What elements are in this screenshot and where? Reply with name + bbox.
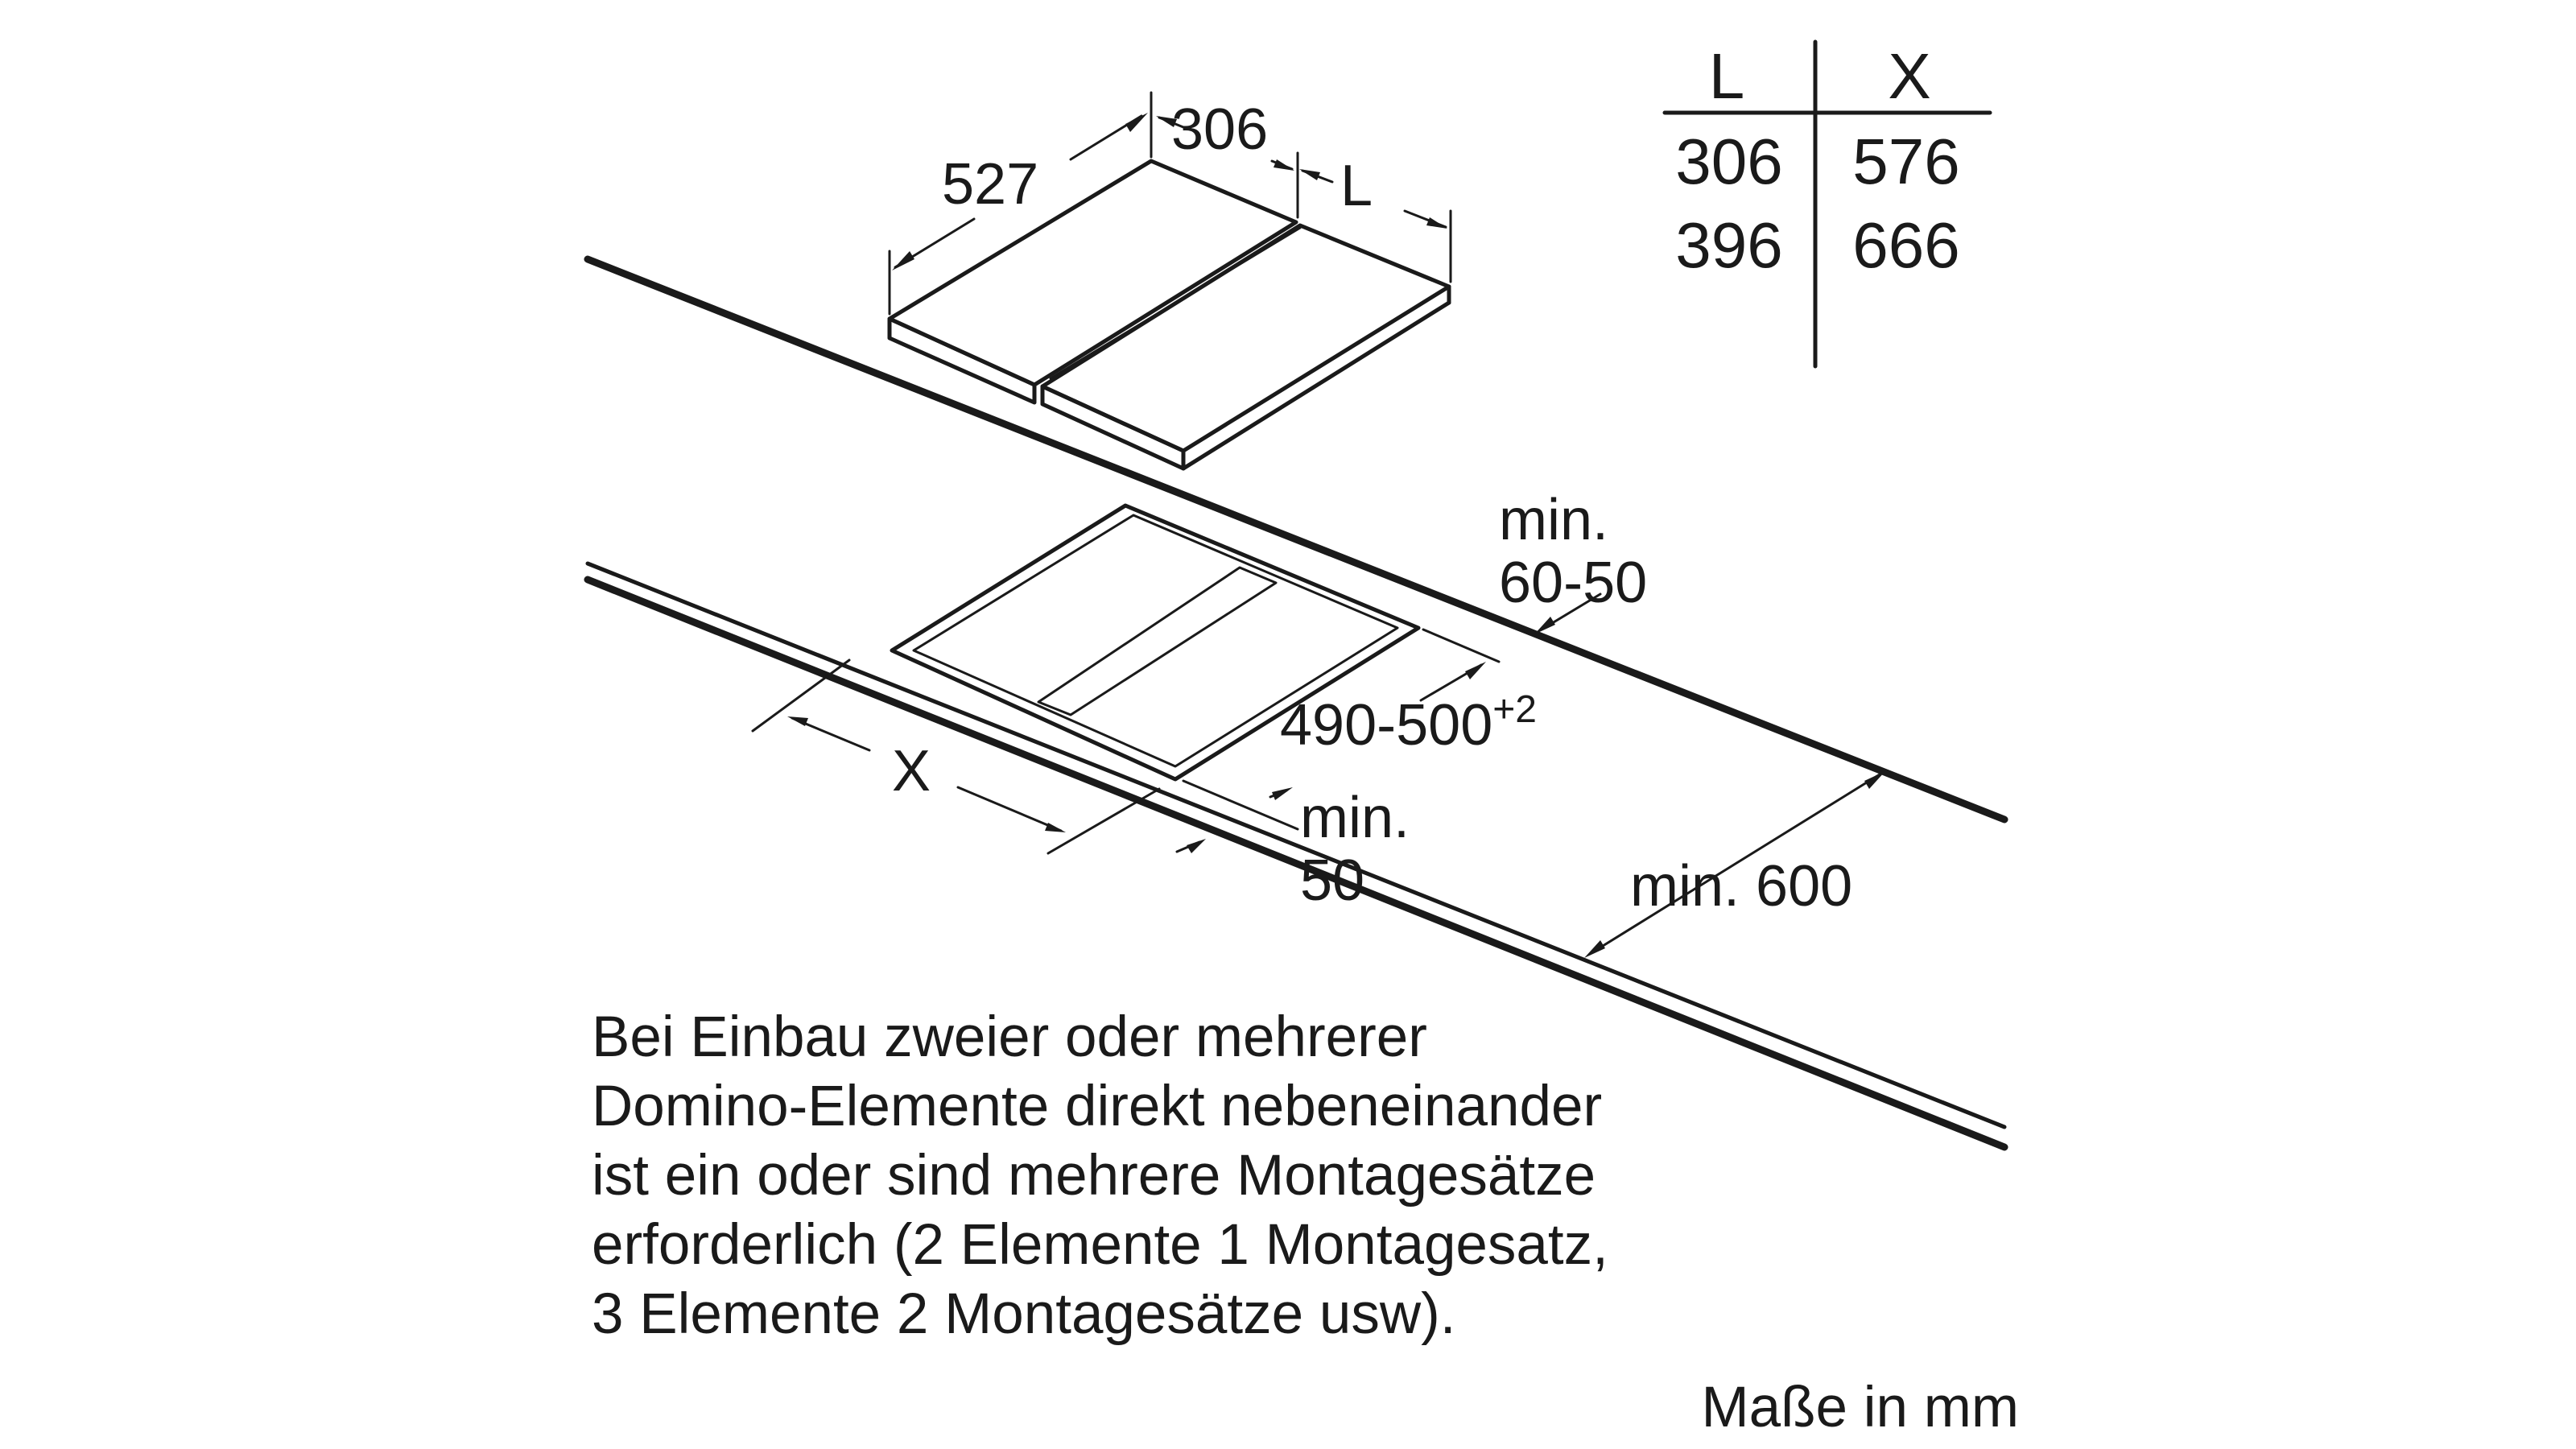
worktop bbox=[584, 255, 2008, 1151]
worktop-front-edge-bottom bbox=[584, 576, 2008, 1151]
dim-min-600: min. 600 bbox=[1630, 854, 1852, 919]
note-line: Domino-Elemente direkt nebeneinander bbox=[592, 1075, 1602, 1138]
table-cell: 666 bbox=[1852, 209, 1959, 281]
table-cell: 306 bbox=[1675, 126, 1782, 197]
installation-note: Bei Einbau zweier oder mehrerer Domino-E… bbox=[592, 1005, 1608, 1346]
dim-min-rear-line2: 60-50 bbox=[1499, 551, 1647, 615]
units-note: Maße in mm bbox=[1702, 1376, 2020, 1439]
cooktop-elements bbox=[887, 159, 1451, 471]
dim-min-front-line2: 50 bbox=[1300, 848, 1364, 913]
worktop-cutout bbox=[890, 503, 1421, 782]
dim-306: 306 bbox=[1171, 97, 1268, 162]
table-header-X: X bbox=[1888, 40, 1930, 112]
dim-cutout-depth: 490-500+2 bbox=[1280, 688, 1537, 758]
cutout-outline-outer bbox=[890, 503, 1421, 782]
cutout-dimensions bbox=[751, 592, 1885, 958]
worktop-rear-edge bbox=[584, 255, 2008, 824]
table-cell: 576 bbox=[1852, 126, 1959, 197]
dim-527: 527 bbox=[942, 152, 1038, 217]
dim-cutout-depth-tolerance: +2 bbox=[1492, 688, 1537, 731]
dimension-table: L X 306 576 396 666 bbox=[1662, 39, 1992, 369]
element-seam bbox=[1049, 226, 1302, 380]
note-line: 3 Elemente 2 Montagesätze usw). bbox=[592, 1282, 1455, 1346]
table-cell: 396 bbox=[1675, 209, 1782, 281]
dim-min-front-line1: min. bbox=[1300, 786, 1410, 850]
dim-X: X bbox=[892, 739, 931, 803]
dim-L: L bbox=[1340, 154, 1373, 218]
worktop-front-edge-top bbox=[585, 561, 2007, 1129]
left-element-side bbox=[887, 316, 1037, 405]
right-element-side bbox=[1040, 384, 1186, 471]
cutout-outline-inner bbox=[912, 514, 1399, 768]
cooktop-dimensions bbox=[888, 91, 1452, 316]
table-header-L: L bbox=[1709, 40, 1745, 112]
note-line: Bei Einbau zweier oder mehrerer bbox=[592, 1005, 1427, 1069]
cutout-divider bbox=[1037, 566, 1278, 716]
note-line: ist ein oder sind mehrere Montagesätze bbox=[592, 1144, 1596, 1208]
dim-min-rear-line1: min. bbox=[1499, 488, 1608, 552]
note-line: erforderlich (2 Elemente 1 Montagesatz, bbox=[592, 1213, 1608, 1277]
